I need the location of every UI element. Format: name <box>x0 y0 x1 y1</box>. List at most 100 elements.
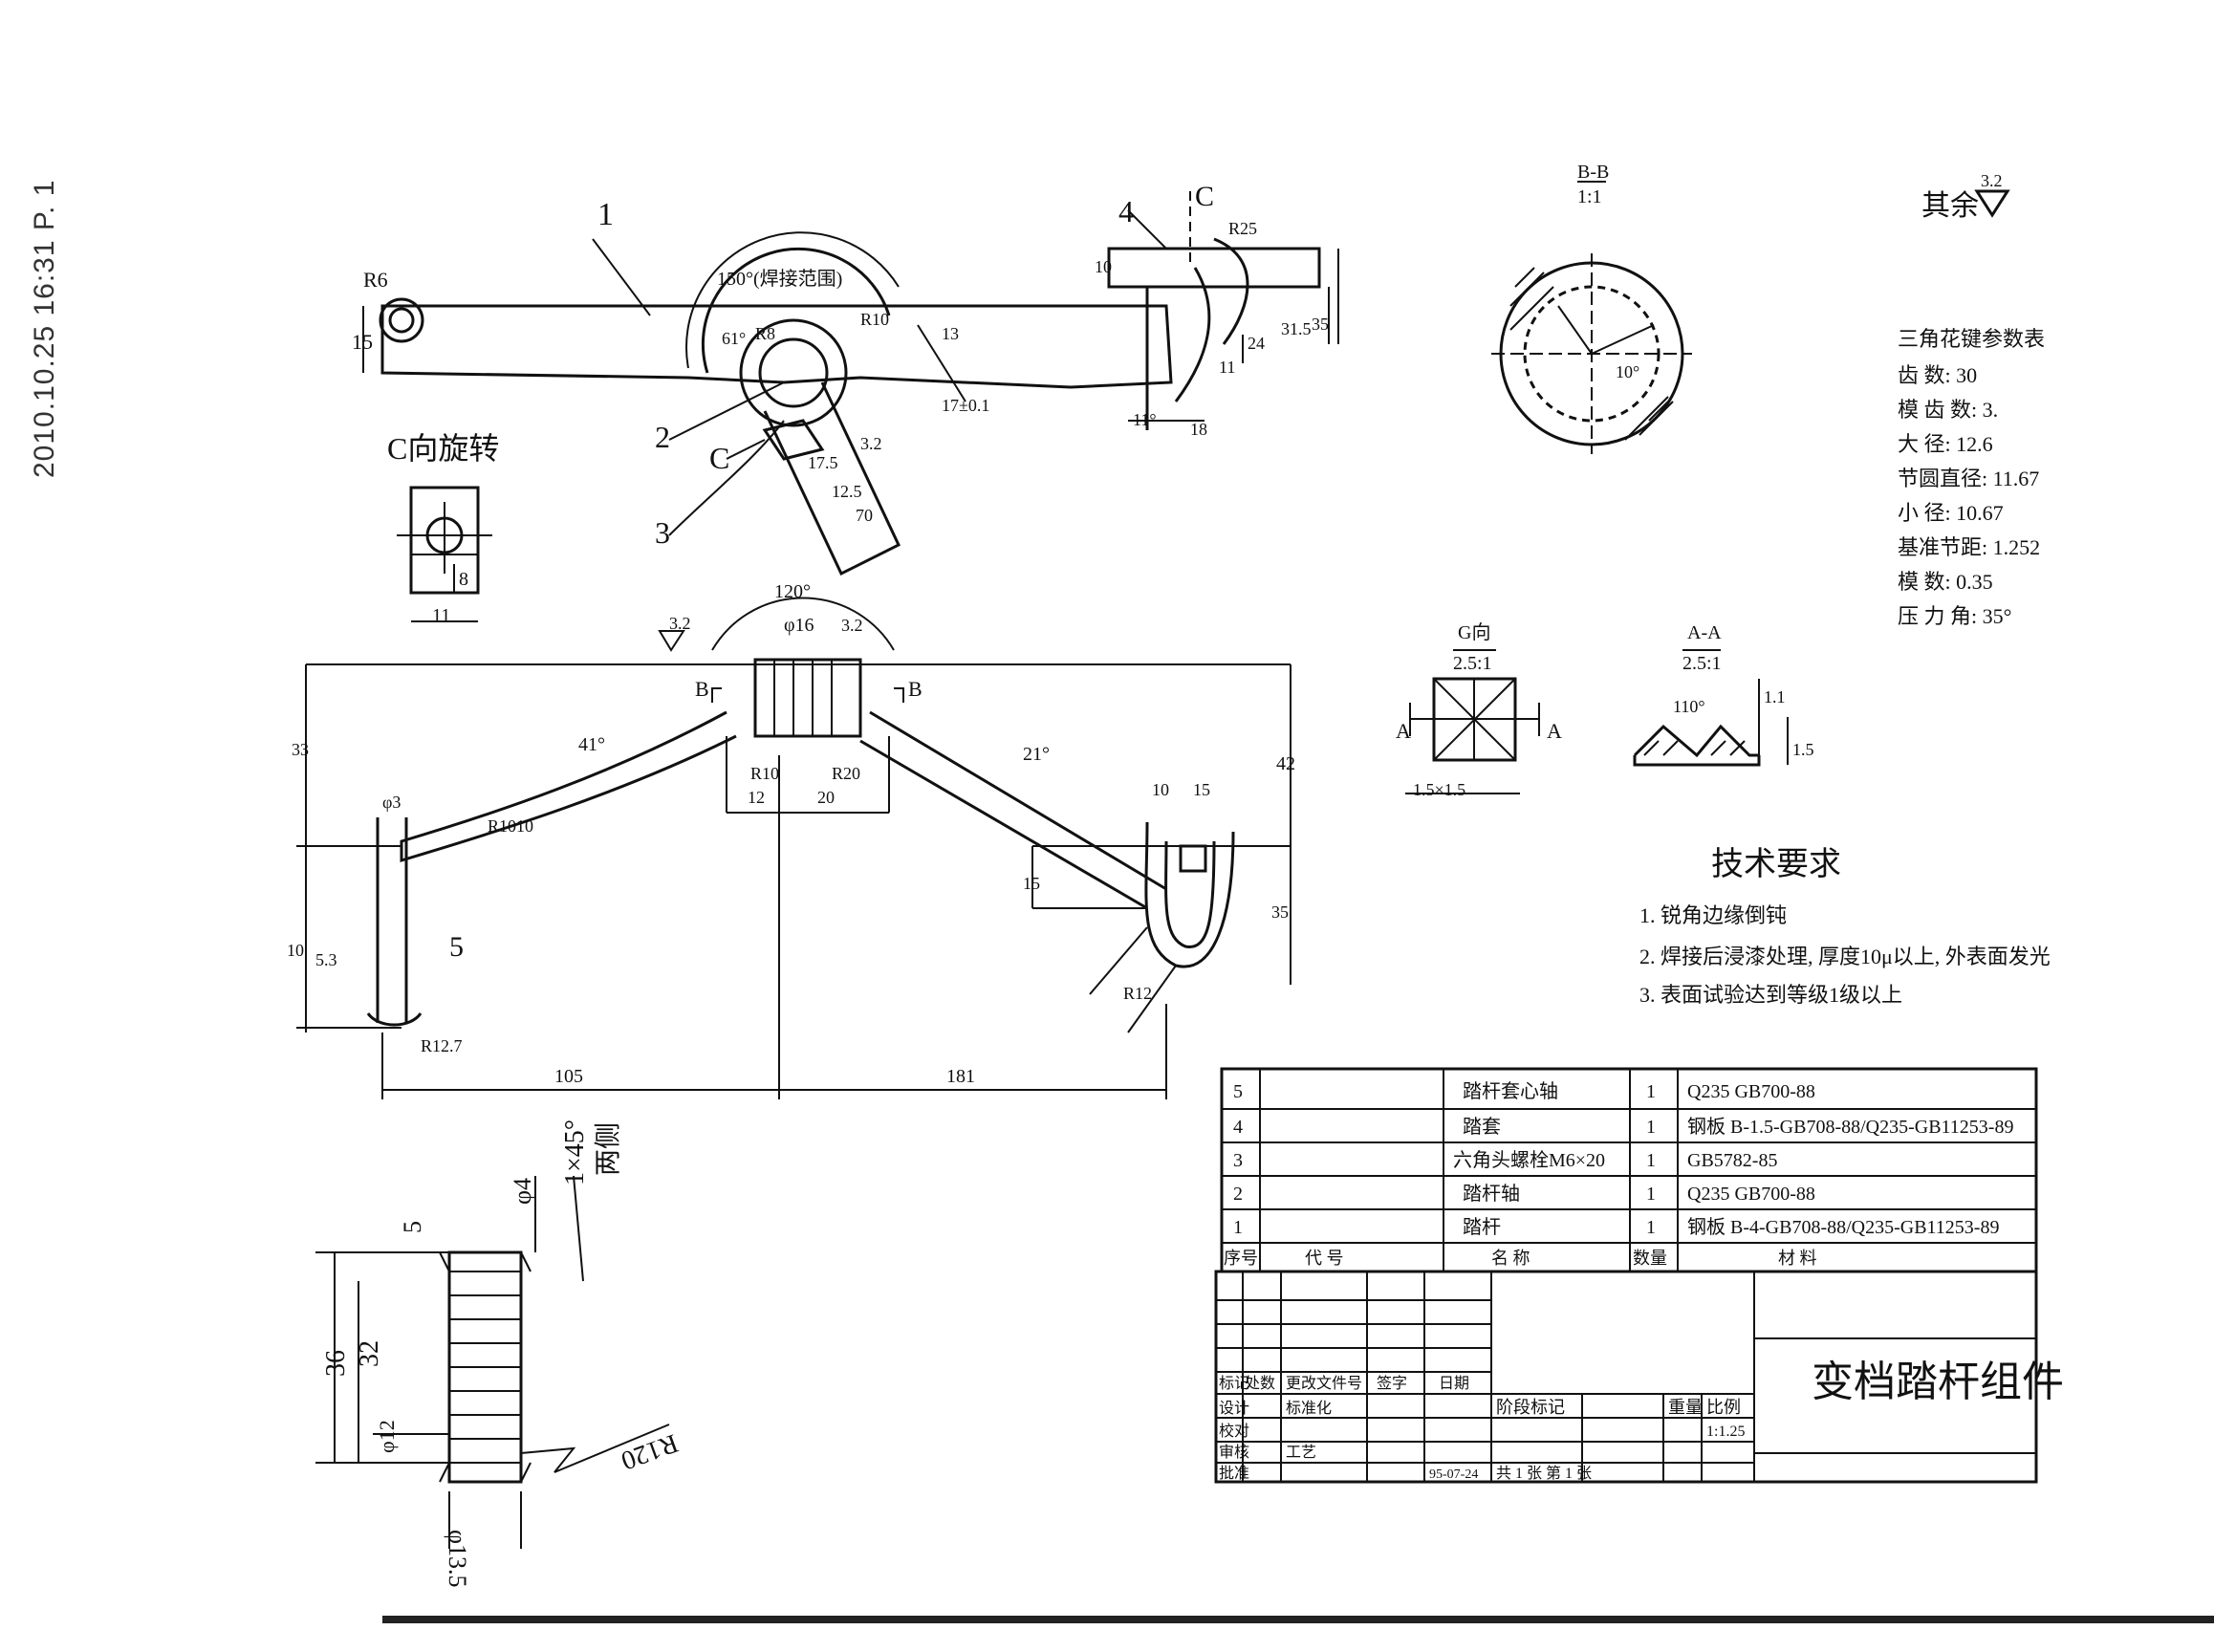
thread-dim-32: 32 <box>355 1340 384 1367</box>
thread-dim-phi12: φ12 <box>375 1420 399 1453</box>
leader-1 <box>592 238 651 316</box>
dim-r20: R20 <box>832 764 860 783</box>
knurl-section-line <box>1409 703 1540 736</box>
section-label-c2: C <box>1195 181 1214 212</box>
section-aa-title: A-A <box>1687 622 1722 643</box>
dim-70: 70 <box>856 506 873 525</box>
change-header: 处数 <box>1245 1375 1275 1392</box>
bom-cell: 钢板 B-4-GB708-88/Q235-GB11253-89 <box>1687 1216 1999 1238</box>
dim-105: 105 <box>554 1066 583 1087</box>
section-label-c: C <box>709 441 729 475</box>
dim-12-5: 12.5 <box>832 482 862 501</box>
spline-section-scale: 1:1 <box>1577 186 1602 207</box>
title-block <box>1214 1270 2038 1484</box>
bom-header: 名 称 <box>1491 1249 1530 1268</box>
role-label: 设计 <box>1219 1400 1249 1417</box>
c-view-dim-11: 11 <box>432 605 450 626</box>
ratio-value: 1:1.25 <box>1706 1424 1745 1440</box>
dim-r10: R10 <box>860 310 889 329</box>
left-shaft-end <box>366 1012 423 1027</box>
main-view <box>362 191 1339 576</box>
dim-11deg: 11° <box>1133 410 1157 429</box>
thread-detail-labels: 1×45° 两侧 φ4 5 36 32 φ12 R120 φ13.5 <box>321 1119 682 1588</box>
clamp <box>763 381 901 576</box>
dim-weld-range: 150°(焊接范围) <box>717 268 842 290</box>
drawing-date: 95-07-24 <box>1429 1467 1478 1482</box>
dim-5-3: 5.3 <box>315 950 337 969</box>
bom-cell: 1 <box>1233 1217 1243 1238</box>
foot-pad-curve <box>1213 237 1249 345</box>
thread-dim-phi4: φ4 <box>509 1178 536 1205</box>
section-aa-dim-2: 1.5 <box>1792 740 1814 759</box>
part-label-1: 1 <box>597 197 614 232</box>
title-block-right-lines <box>1754 1337 2036 1454</box>
dim-15-side: 15 <box>1023 874 1040 893</box>
plan-dim-lines <box>296 663 1292 1099</box>
spline-angle: 10° <box>1616 362 1639 381</box>
change-header: 签字 <box>1377 1375 1407 1392</box>
spline-param-row: 齿 数: 30 <box>1898 363 1977 387</box>
dim-61deg: 61° <box>722 329 746 348</box>
dim-120deg: 120° <box>774 581 811 602</box>
spline-params: 三角花键参数表 齿 数: 30 模 齿 数: 3. 大 径: 12.6 节圆直径… <box>1898 327 2045 628</box>
tech-req-item: 3. 表面试验达到等级1级以上 <box>1639 983 1902 1007</box>
bom-cell: 1 <box>1646 1217 1656 1238</box>
thread-dim-lines <box>315 1175 584 1549</box>
aa-base <box>1633 755 1761 767</box>
dim-17: 17±0.1 <box>942 396 989 415</box>
dim-10: 10 <box>1095 257 1112 276</box>
dim-r8: R8 <box>755 324 775 343</box>
bom-cell: 六角头螺栓M6×20 <box>1453 1149 1605 1171</box>
thread-detail <box>315 1175 670 1549</box>
dim-lines <box>362 249 1339 422</box>
change-header: 标记 <box>1219 1375 1249 1392</box>
spline-hatch <box>1509 267 1674 441</box>
section-b-marks <box>711 687 904 703</box>
c-view-title: C向旋转 <box>387 431 499 466</box>
role-label: 工艺 <box>1286 1444 1316 1461</box>
eye-hole <box>379 297 424 343</box>
spline-angle-lines <box>1557 305 1655 355</box>
role-label: 批准 <box>1219 1465 1249 1482</box>
plan-dim-lines-2 <box>726 736 1291 909</box>
dim-24: 24 <box>1248 334 1265 353</box>
section-b-right: B <box>908 677 922 701</box>
bom-cell: 3 <box>1233 1150 1243 1171</box>
dim-phi16: φ16 <box>784 615 814 636</box>
dim-18: 18 <box>1190 420 1207 439</box>
part-label-5: 5 <box>449 931 464 963</box>
dim-41deg: 41° <box>578 734 605 755</box>
section-aa-scale: 2.5:1 <box>1682 653 1722 674</box>
title-block-frame <box>1214 1270 2038 1484</box>
title-block-labels: 变档踏杆组件 标记 处数 更改文件号 签字 日期 设计 标准化 校对 审核 工艺… <box>1219 1359 2064 1482</box>
bom-cell: 5 <box>1233 1081 1243 1102</box>
spline-section-title: B-B <box>1577 162 1609 183</box>
foot-pad-bracket <box>1145 267 1211 430</box>
left-shaft <box>376 817 408 1023</box>
hub-block <box>753 658 862 738</box>
shaft-hub-inner <box>758 337 829 408</box>
leader-2 <box>668 381 785 441</box>
thread-lines <box>449 1271 521 1464</box>
bom-cell: GB5782-85 <box>1687 1150 1777 1171</box>
spline-param-row: 大 径: 12.6 <box>1898 432 1993 456</box>
c-view-centerlines <box>397 502 492 574</box>
c-rotation-view <box>397 486 492 622</box>
surface-finish-symbol <box>1974 189 2010 218</box>
plan-view-labels: 120° φ16 3.2 3.2 41° R1010 R10 R20 12 20… <box>287 581 1295 1087</box>
dim-phi3: φ3 <box>382 793 401 812</box>
bom-header: 材 料 <box>1778 1249 1817 1268</box>
bom-header: 数量 <box>1633 1249 1667 1268</box>
thread-dim-chamfer: 1×45° <box>560 1119 590 1185</box>
right-pad <box>1144 821 1235 968</box>
spline-param-row: 压 力 角: 35° <box>1898 604 2011 628</box>
right-pad-inner <box>1164 840 1216 948</box>
scan-edge-bar <box>382 1616 2214 1623</box>
plan-view <box>296 597 1292 1099</box>
tech-req-item: 1. 锐角边缘倒钝 <box>1639 903 1787 927</box>
aa-hatch <box>1643 740 1746 756</box>
c-view-dims <box>411 564 478 622</box>
bom-cell: 踏杆套心轴 <box>1463 1080 1558 1102</box>
change-header: 日期 <box>1439 1375 1469 1392</box>
